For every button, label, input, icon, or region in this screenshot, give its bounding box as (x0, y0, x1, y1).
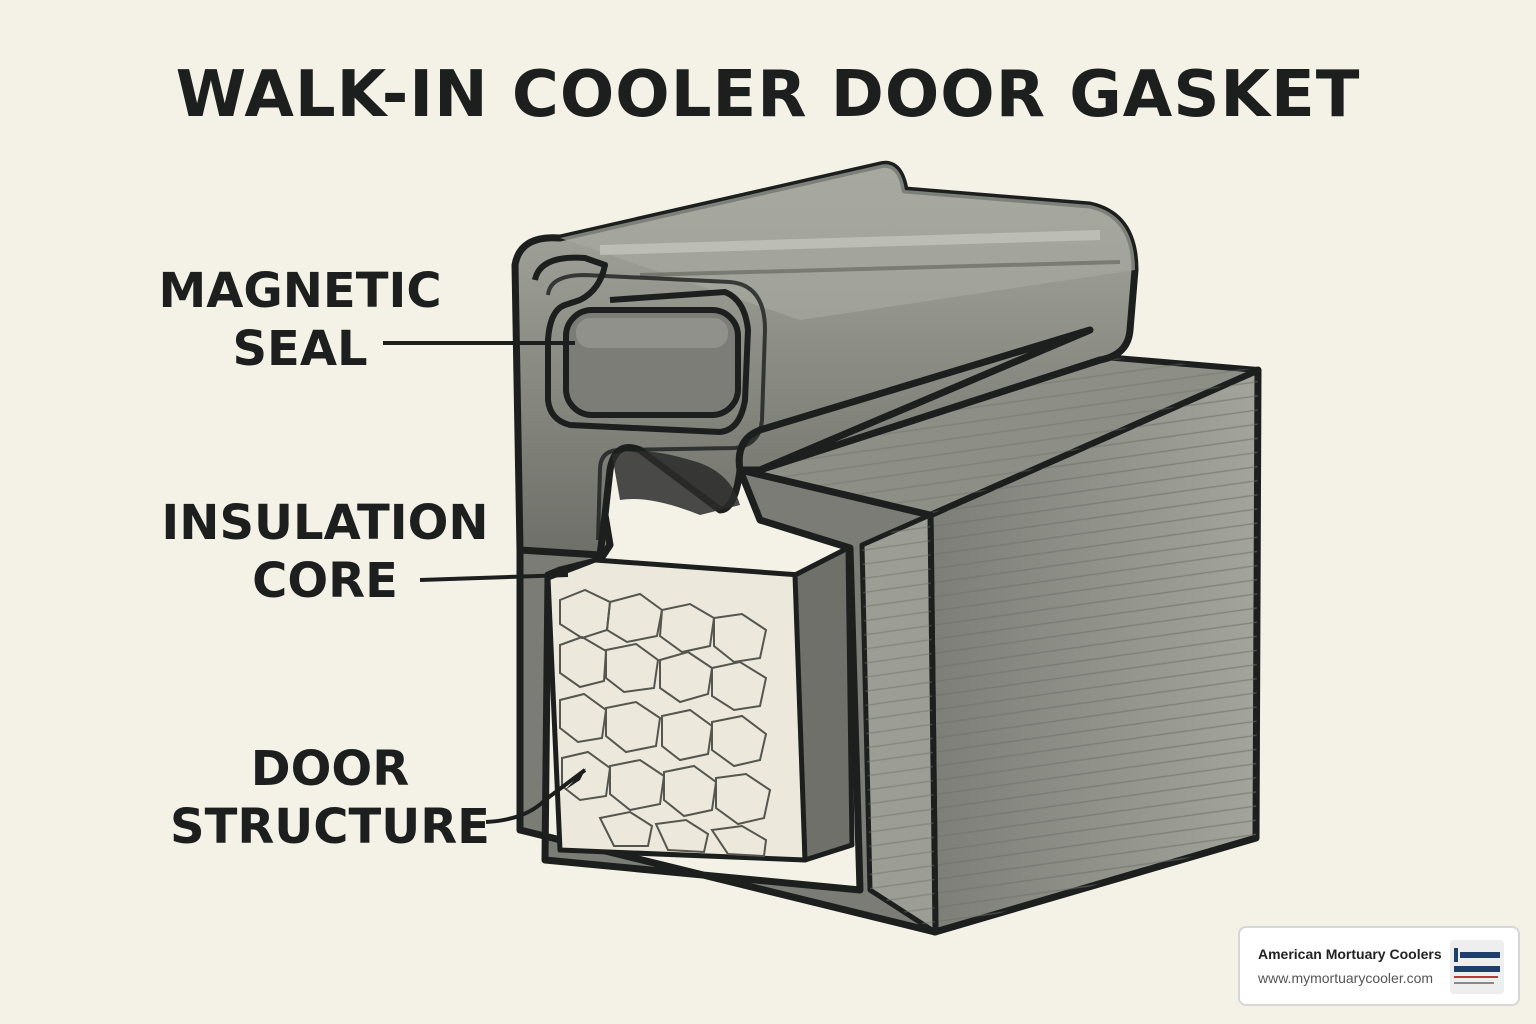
brand-name: American Mortuary Coolers (1258, 946, 1442, 962)
door-structure-label-line-2: STRUCTURE (170, 799, 490, 855)
door-structure-label: DOOR STRUCTURE (170, 740, 490, 856)
door-side-face (926, 366, 1262, 936)
insulation-core-label: INSULATION CORE (160, 494, 490, 610)
insulation-core-label-line-2: CORE (252, 553, 398, 609)
insulation-foam (545, 545, 855, 863)
brand-url[interactable]: www.mymortuarycooler.com (1258, 970, 1434, 986)
magnetic-seal-label: MAGNETIC SEAL (150, 262, 450, 378)
insulation-core-label-line-1: INSULATION (161, 495, 489, 551)
door-structure-label-line-1: DOOR (250, 741, 410, 797)
magnetic-seal-label-line-2: SEAL (232, 321, 368, 377)
door-frame-profile (516, 466, 939, 936)
diagram-title: WALK-IN COOLER DOOR GASKET (175, 58, 1361, 132)
brand-logo-icon (1450, 940, 1504, 994)
gasket-body (511, 160, 1139, 559)
door-structure-leader-tip (565, 768, 586, 790)
insulation-core-leader (419, 573, 569, 582)
brand-badge[interactable]: American Mortuary Coolers www.mymortuary… (1238, 926, 1520, 1006)
magnetic-seal-label-line-1: MAGNETIC (158, 263, 442, 319)
door-structure-leader (485, 768, 587, 824)
magnet-insert (563, 307, 741, 418)
